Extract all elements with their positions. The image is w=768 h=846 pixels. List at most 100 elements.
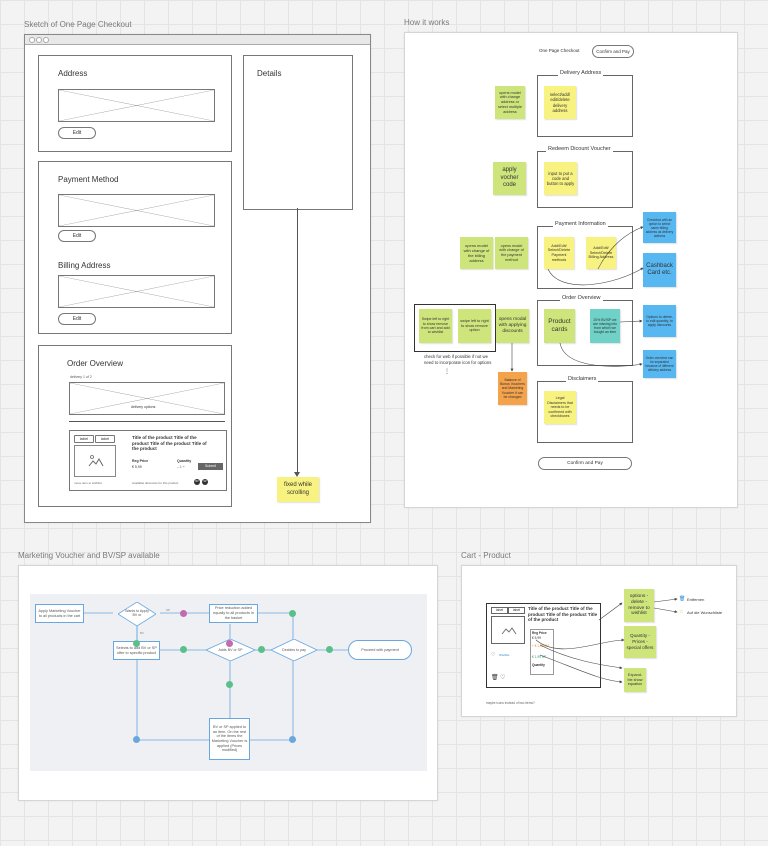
flow-connector-dot: [180, 610, 187, 617]
arrow-head-icon: [294, 472, 300, 477]
sketch-window-bar: [25, 35, 370, 45]
sticky-voucher-input: input to put a code and button to apply: [544, 162, 577, 195]
sticky-swipe-remove: swipe left to right to show remove optio…: [458, 309, 491, 343]
cart-product-image-icon: [491, 616, 525, 644]
flow-label-sp: SP: [166, 608, 171, 612]
frame-label-cart: Cart - Product: [461, 551, 511, 560]
flow-label-bv: BV: [140, 631, 145, 635]
flow-connector-dot: [180, 646, 187, 653]
how-header-label: One Page Checkout: [539, 48, 580, 53]
product-card: label label Title of the product Title o…: [69, 430, 227, 491]
how-footer-confirm-button[interactable]: Confirm and Pay: [538, 457, 632, 470]
cart-label-2: label: [508, 607, 525, 614]
details-panel: Details: [243, 55, 353, 210]
cart-wishlist-link[interactable]: Wishlist: [499, 653, 510, 657]
flow-connector-dot: [258, 646, 265, 653]
delivery-count: delivery 1 of 2: [70, 375, 92, 379]
heart-icon[interactable]: ♡: [500, 675, 506, 681]
sticky-change-address: opens model with change address or selec…: [495, 86, 525, 119]
address-section: Address Edit: [38, 55, 232, 152]
cart-price-panel: [530, 629, 554, 675]
how-voucher-title: Redeem Dicount Voucher: [546, 146, 613, 152]
sticky-same-billing: Checkbox with an option to select same b…: [643, 212, 676, 243]
how-order-title: Order Overview: [560, 295, 603, 301]
wishlist-icon[interactable]: ♡: [491, 652, 496, 658]
cart-footnote: maybe icons instead of two items?: [486, 701, 535, 705]
flow-price-reduction: Price reduction added equally to all pro…: [209, 604, 258, 623]
sticky-discounts-modal: opens modal with applying discounts: [496, 309, 529, 343]
details-title: Details: [257, 69, 282, 78]
product-image-icon: [74, 445, 116, 477]
flow-proceed-payment: Proceed with payment: [348, 640, 412, 660]
sticky-swipe-remove-wishlist: Swipe left to right to show remove from …: [419, 309, 452, 343]
flow-connector-dot: [289, 610, 296, 617]
window-dot-icon: [36, 37, 42, 43]
flow-connector-dot: [133, 736, 140, 743]
sticky-payment-methods: Add/Edit/ Select/Delete Payment methods: [544, 237, 574, 269]
cart-quantity-label: Quantity: [532, 663, 545, 667]
product-price: € 5,99: [132, 465, 142, 469]
frame-label-sketch: Sketch of One Page Checkout: [24, 20, 132, 29]
how-web-note: check for web if possible if not we need…: [424, 354, 492, 365]
frame-label-how: How it works: [404, 18, 450, 27]
cart-remove-label[interactable]: Entfernen: [687, 597, 705, 602]
delivery-options-placeholder[interactable]: delivery options: [69, 382, 225, 415]
flow-decision-wants: Wants to Apply BV or: [117, 601, 157, 627]
how-payment-title: Payment Information: [553, 221, 608, 227]
payment-title: Payment Method: [58, 175, 119, 184]
payment-section: Payment Method Edit Billing Address Edit: [38, 161, 232, 334]
sticky-options-delete: Options to delete, to edit quantity, to …: [643, 305, 676, 337]
more-options-icon: ⋮: [444, 369, 450, 375]
window-dot-icon: [43, 37, 49, 43]
sticky-bonus-balance: Balance of Bonus Vouchers and Marketing …: [498, 372, 527, 405]
sticky-separated-overview: Order overview can be separated because …: [643, 350, 676, 378]
payment-placeholder: [58, 194, 215, 227]
divider: [69, 421, 225, 422]
sticky-legal-disclaimers: Legal Disclaimers that needs to be confi…: [544, 391, 576, 424]
cart-price: € 5,99: [532, 636, 541, 640]
sticky-bv-sp-missing: 20% BV/SP we are missing info from which…: [590, 309, 620, 343]
cart-product-card: label label Title of the product Title o…: [486, 603, 601, 688]
billing-placeholder: [58, 275, 215, 308]
reg-price-label: Reg Price: [132, 459, 149, 463]
sticky-select-address: select/add/ edit/delete delivery address: [544, 86, 576, 119]
flow-connector-dot: [226, 681, 233, 688]
flow-connector-dot: [326, 646, 333, 653]
quantity-label: Quantity: [177, 459, 192, 463]
order-title: Order Overview: [67, 359, 124, 368]
billing-edit-button[interactable]: Edit: [58, 313, 96, 325]
move-to-wishlist-link[interactable]: move item to wishlist: [74, 481, 102, 485]
window-dot-icon: [29, 37, 35, 43]
flow-apply-voucher: Apply Marketing Voucher to all products …: [35, 604, 84, 623]
order-overview-section: Order Overview delivery 1 of 2 delivery …: [38, 345, 232, 507]
quantity-stepper[interactable]: – 1 +: [177, 465, 185, 469]
submit-button[interactable]: Submit: [198, 463, 223, 470]
remove-icon: 🗑: [679, 596, 686, 602]
fixed-scrolling-note: fixed while scrolling: [277, 477, 319, 502]
wishlist-star-icon: ☆: [679, 609, 684, 615]
flow-connector-dot: [133, 640, 140, 647]
address-edit-button[interactable]: Edit: [58, 127, 96, 139]
sticky-billing-modal: opens model with change of the billing a…: [460, 237, 493, 269]
bv-badge[interactable]: BV: [194, 479, 200, 485]
sticky-cashback: Cashback Card etc.: [643, 253, 676, 287]
payment-edit-button[interactable]: Edit: [58, 230, 96, 242]
cart-sp-offer: € 1,99 SP: [532, 655, 546, 659]
cart-sticky-quantity: Quantity - Prices - special offers: [624, 626, 656, 658]
sticky-product-cards: Product cards: [544, 309, 575, 343]
billing-title: Billing Address: [58, 261, 111, 270]
flow-decision-pay: Decides to pay: [270, 638, 318, 662]
how-confirm-button[interactable]: Confirm and Pay: [592, 45, 634, 58]
trash-icon[interactable]: 🗑: [491, 675, 499, 681]
delivery-options-label: delivery options: [130, 405, 157, 409]
product-title: Title of the product Title of the produc…: [132, 435, 207, 452]
flow-bv-applied: BV or SP applied to an item. On the rest…: [209, 718, 250, 760]
cart-sticky-expandable: Expand-ble show equation: [624, 668, 646, 692]
cart-to-wishlist-label[interactable]: Auf die Wunschliste: [687, 610, 723, 615]
cart-label-1: label: [491, 607, 508, 614]
how-disclaimers-title: Disclaimers: [566, 376, 599, 382]
sp-badge[interactable]: SP: [202, 479, 208, 485]
cart-product-title: Title of the product Title of the produc…: [528, 606, 598, 623]
